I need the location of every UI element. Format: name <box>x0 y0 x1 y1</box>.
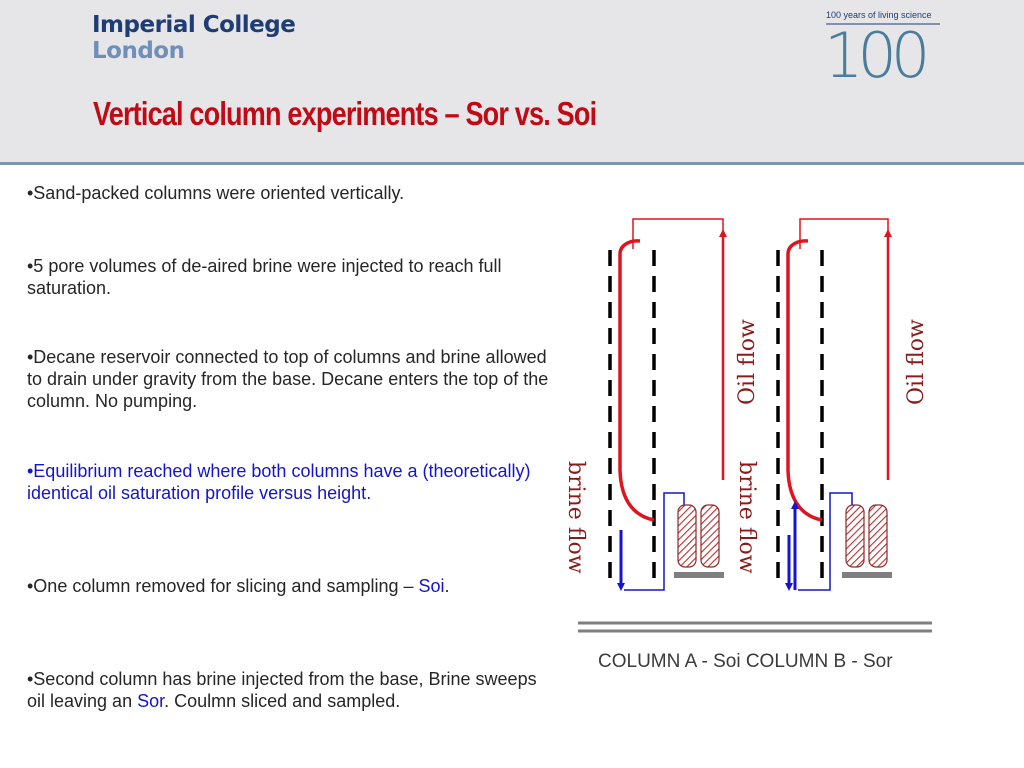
badge-caption: 100 years of living science <box>826 10 932 20</box>
soi-highlight: Soi <box>418 576 445 596</box>
column-b-tube-left <box>845 504 865 568</box>
column-a-stand <box>674 572 724 578</box>
badge-number-graphic: 100 <box>826 22 940 80</box>
bullet-5-text: •One column removed for slicing and samp… <box>27 576 419 596</box>
bullet-5-end: . <box>444 576 450 596</box>
column-b-brine-line <box>798 492 853 591</box>
badge-number: 100 <box>826 22 925 80</box>
bullet-4: •Equilibrium reached where both columns … <box>27 461 531 503</box>
centenary-badge: 100 years of living science 100 <box>826 10 944 80</box>
bullet-6: •Second column has brine injected from t… <box>27 668 557 712</box>
oil-flow-label-b: Oil flow <box>904 319 929 405</box>
column-a-tube-right <box>700 504 720 568</box>
column-a-brine-line <box>624 492 685 591</box>
column-b-oil-profile-curve <box>786 469 823 522</box>
logo-line1: Imperial College <box>92 12 296 38</box>
column-a-oil-profile-curve <box>618 469 655 522</box>
slide-title: Vertical column experiments – Sor vs. So… <box>93 95 597 132</box>
column-a-tube-left <box>677 504 697 568</box>
bullet-3: •Decane reservoir connected to top of co… <box>27 347 549 411</box>
column-b-tube-right <box>868 504 888 568</box>
bullet-2: •5 pore volumes of de-aired brine were i… <box>27 256 502 298</box>
column-b-label: COLUMN B - Sor <box>745 651 893 672</box>
oil-flow-label-a: Oil flow <box>735 319 760 405</box>
imperial-college-logo: Imperial College London <box>92 12 296 64</box>
bullet-5: •One column removed for slicing and samp… <box>27 575 557 597</box>
column-a-oil-profile <box>618 239 641 470</box>
brine-flow-label-a: brine flow <box>563 461 588 574</box>
column-b-oil-line <box>799 218 889 291</box>
bullet-6-text: •Second column has brine injected from t… <box>27 669 537 711</box>
column-b-apparatus <box>776 218 892 591</box>
brine-flow-label-b: brine flow <box>734 461 759 574</box>
column-b-stand <box>842 572 892 578</box>
column-a-apparatus <box>608 218 727 591</box>
column-diagram: Oil flow Oil flow brine flow brine flow <box>563 218 932 633</box>
column-labels: COLUMN A - Soi COLUMN B - Sor <box>598 651 893 673</box>
sor-highlight: Sor <box>137 691 165 711</box>
logo-line2: London <box>92 38 185 64</box>
slide-header: Imperial College London 100 years of liv… <box>0 0 1024 165</box>
bullet-1: •Sand-packed columns were oriented verti… <box>27 183 405 203</box>
column-b-oil-profile <box>786 239 809 470</box>
bullet-6-end: . Coulmn sliced and sampled. <box>164 691 401 711</box>
column-a-oil-line <box>632 218 724 291</box>
column-a-label: COLUMN A - Soi <box>598 651 741 672</box>
